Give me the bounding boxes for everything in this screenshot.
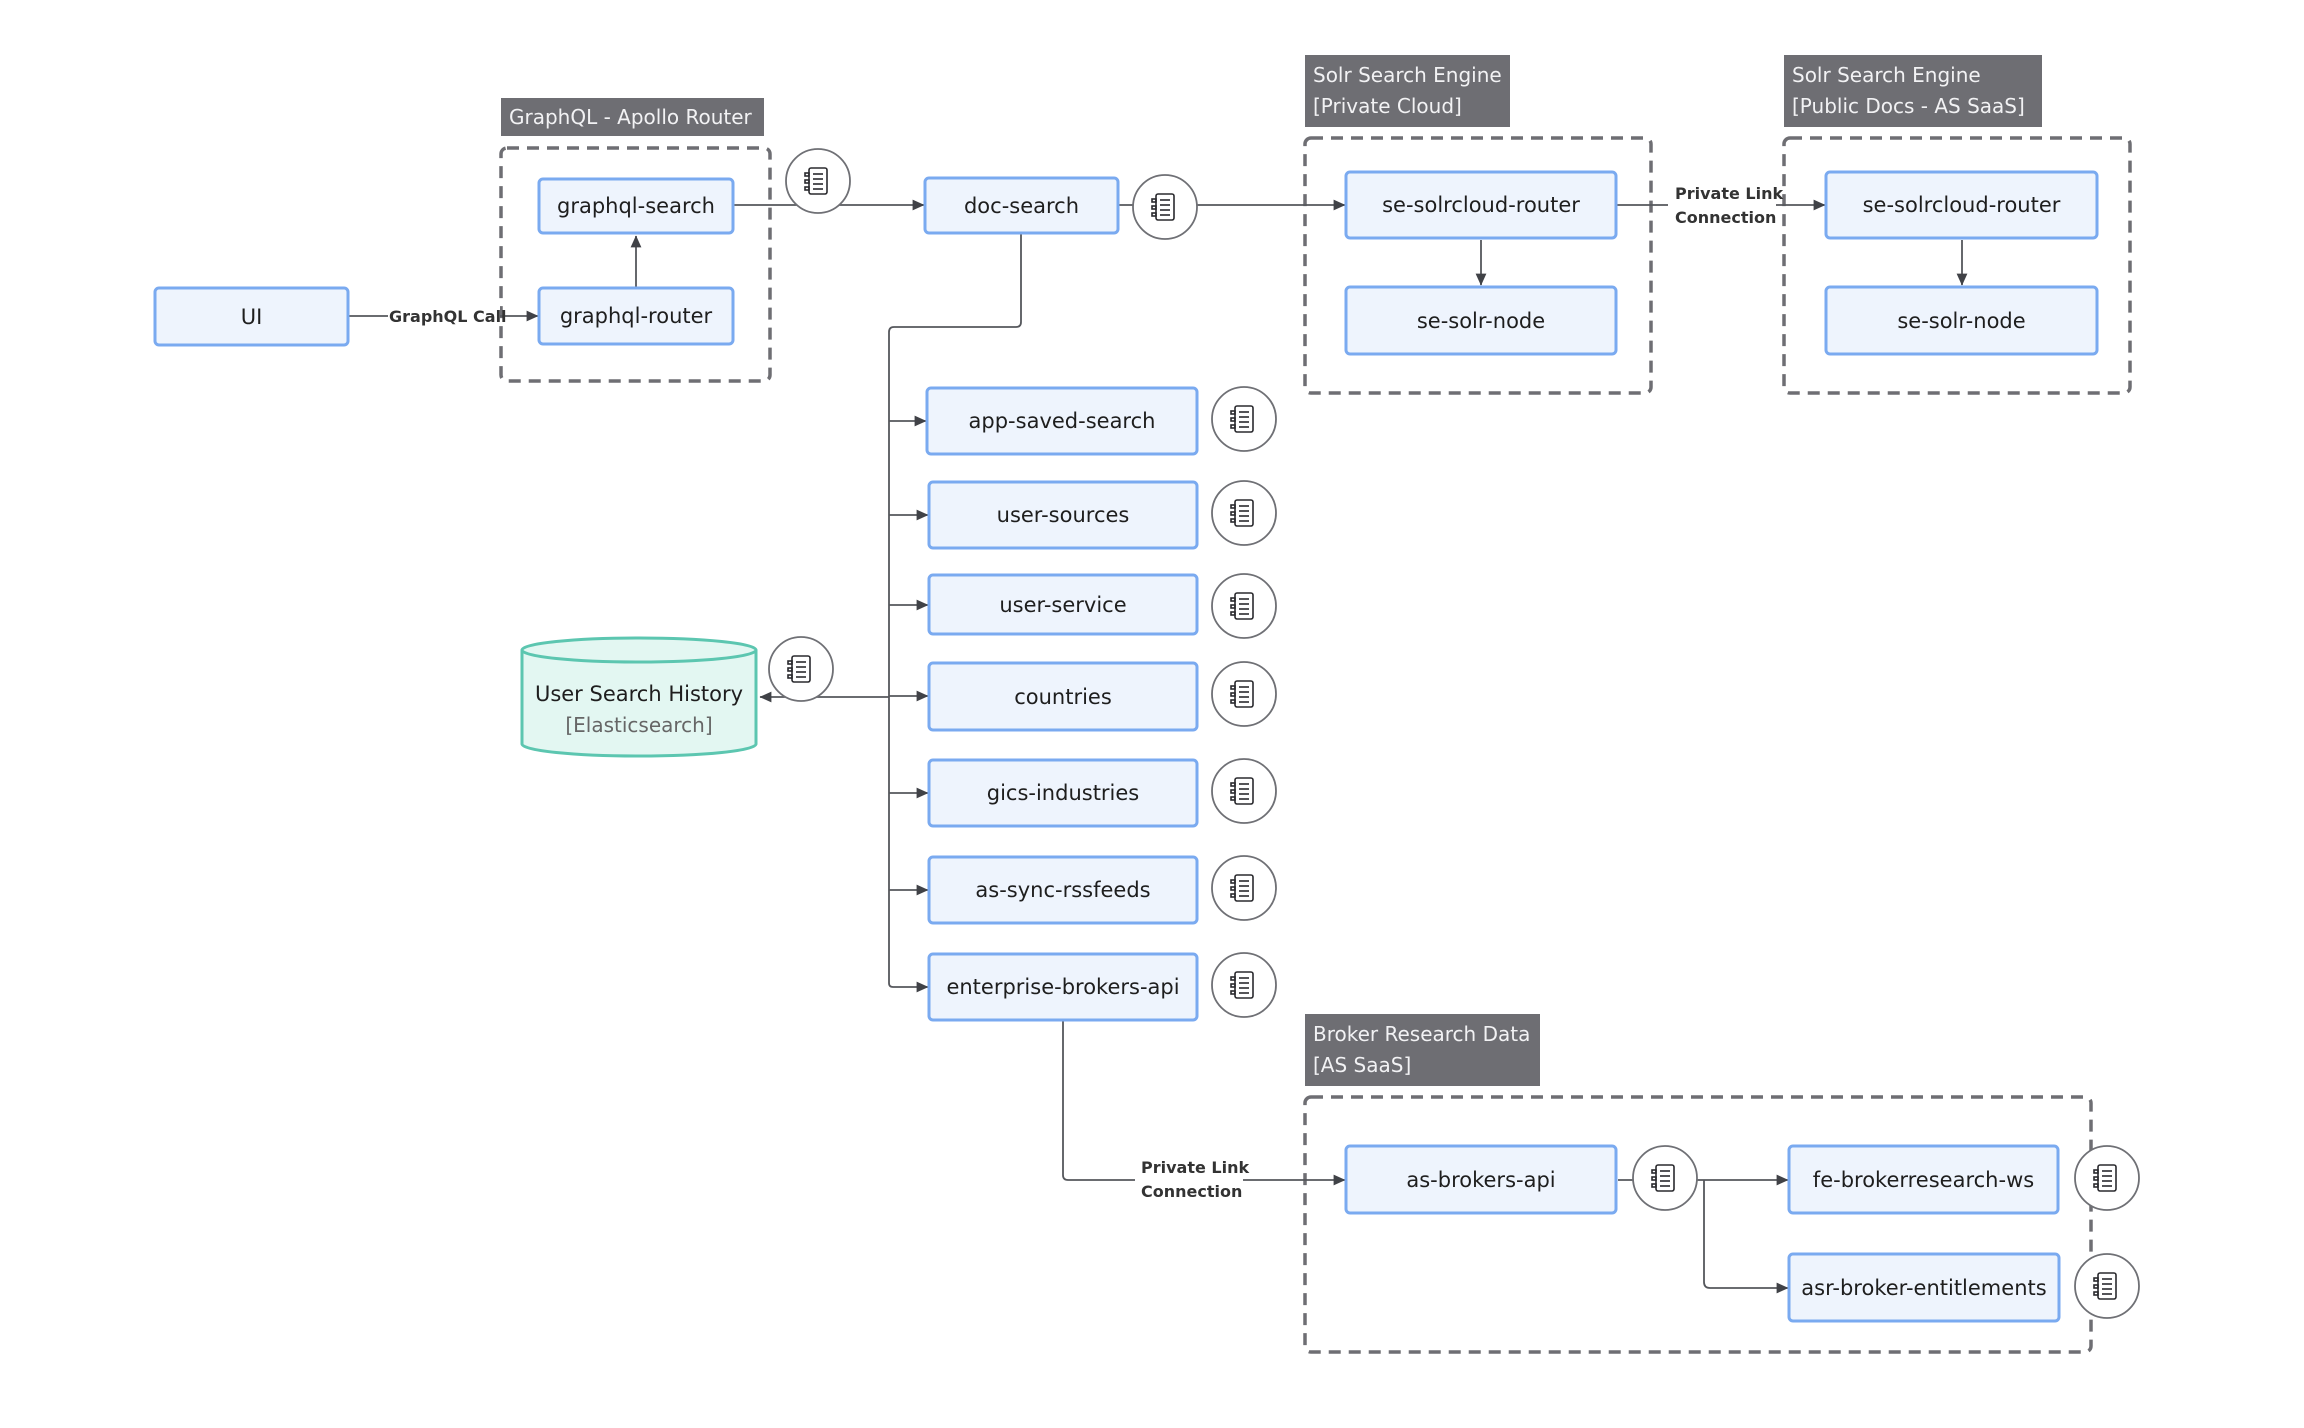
group-solr-private-label-1: Solr Search Engine [1313, 63, 1502, 87]
node-se-solrcloud-router-private[interactable]: se-solrcloud-router [1344, 170, 1618, 240]
notebook-log-icon[interactable] [1211, 855, 1277, 921]
node-asr-broker-entitlements-label: asr-broker-entitlements [1801, 1276, 2046, 1300]
node-asr-broker-entitlements[interactable]: asr-broker-entitlements [1787, 1252, 2061, 1323]
node-gics-industries-label: gics-industries [987, 781, 1140, 805]
notebook-log-icon[interactable] [1211, 952, 1277, 1018]
node-gics-industries[interactable]: gics-industries [927, 758, 1199, 828]
node-user-sources-label: user-sources [997, 503, 1130, 527]
group-broker-label-bg [1305, 1014, 1540, 1086]
group-solr-public-label-1: Solr Search Engine [1792, 63, 1981, 87]
database-subtitle: [Elasticsearch] [565, 713, 712, 737]
group-solr-private-label-bg [1305, 55, 1510, 127]
group-apollo-border [499, 146, 772, 383]
notebook-log-icon[interactable] [1211, 573, 1277, 639]
database-user-search-history[interactable]: User Search History [Elasticsearch] [520, 636, 758, 758]
svg-text:Private Link: Private Link [1675, 184, 1783, 203]
node-graphql-search-label: graphql-search [557, 194, 715, 218]
group-solr-private-label-2: [Private Cloud] [1313, 94, 1462, 118]
node-ui[interactable]: UI [153, 286, 350, 347]
database-title: User Search History [535, 682, 743, 706]
edge-doc-search-trunk [888, 232, 1022, 988]
node-graphql-search[interactable]: graphql-search [537, 177, 735, 235]
group-solr-public: Solr Search Engine [Public Docs - AS Saa… [1782, 55, 2132, 395]
svg-text:Private Link: Private Link [1141, 1158, 1249, 1177]
node-countries[interactable]: countries [927, 661, 1199, 732]
node-enterprise-brokers-api-label: enterprise-brokers-api [946, 975, 1179, 999]
edge-label-graphql-call: GraphQL Call [388, 304, 507, 326]
notebook-log-icon[interactable] [2074, 1145, 2140, 1211]
node-enterprise-brokers-api[interactable]: enterprise-brokers-api [927, 952, 1199, 1022]
node-se-node-private-label: se-solr-node [1417, 309, 1545, 333]
node-as-brokers-api-label: as-brokers-api [1406, 1168, 1555, 1192]
edge-label-private-link-top: Private Link Connection [1668, 180, 1783, 230]
edge-enterprise-brokers-to-as-brokers-api [1062, 1021, 1346, 1186]
svg-text:Connection: Connection [1675, 208, 1776, 227]
group-solr-public-label-bg [1784, 55, 2042, 127]
group-solr-private-border [1303, 136, 1653, 395]
node-countries-label: countries [1014, 685, 1112, 709]
node-ui-label: UI [241, 305, 263, 329]
node-fe-brokerresearch-ws-label: fe-brokerresearch-ws [1813, 1168, 2034, 1192]
node-se-router-public-label: se-solrcloud-router [1863, 193, 2061, 217]
group-broker-research: Broker Research Data [AS SaaS] [1303, 1014, 2093, 1354]
node-fe-brokerresearch-ws[interactable]: fe-brokerresearch-ws [1787, 1144, 2060, 1215]
node-user-service[interactable]: user-service [927, 573, 1199, 636]
notebook-log-icon[interactable] [1211, 758, 1277, 824]
log-icons [768, 148, 2140, 1319]
notebook-log-icon[interactable] [1132, 174, 1198, 240]
group-broker-label-1: Broker Research Data [1313, 1022, 1530, 1046]
group-apollo-router: GraphQL - Apollo Router [499, 98, 772, 383]
node-graphql-router-label: graphql-router [560, 304, 713, 328]
notebook-log-icon[interactable] [1632, 1145, 1698, 1211]
node-user-sources[interactable]: user-sources [927, 480, 1199, 550]
node-app-saved-search[interactable]: app-saved-search [925, 386, 1199, 456]
group-solr-public-border [1782, 136, 2132, 395]
group-broker-border [1303, 1095, 2093, 1354]
node-as-sync-rssfeeds[interactable]: as-sync-rssfeeds [927, 855, 1199, 925]
notebook-log-icon[interactable] [1211, 386, 1277, 452]
notebook-log-icon[interactable] [2074, 1253, 2140, 1319]
node-se-solr-node-private[interactable]: se-solr-node [1344, 285, 1618, 356]
node-se-node-public-label: se-solr-node [1897, 309, 2025, 333]
notebook-log-icon[interactable] [768, 636, 834, 702]
notebook-log-icon[interactable] [785, 148, 851, 214]
node-user-service-label: user-service [999, 593, 1126, 617]
database-body [520, 650, 758, 758]
svg-text:Connection: Connection [1141, 1182, 1242, 1201]
node-app-saved-search-label: app-saved-search [969, 409, 1156, 433]
group-apollo-label: GraphQL - Apollo Router [509, 105, 753, 129]
edge-as-brokers-to-asr-entitlements [1703, 1180, 1789, 1294]
node-se-solr-node-public[interactable]: se-solr-node [1824, 285, 2099, 356]
node-as-brokers-api[interactable]: as-brokers-api [1344, 1144, 1618, 1215]
group-broker-label-2: [AS SaaS] [1313, 1053, 1411, 1077]
node-doc-search[interactable]: doc-search [923, 176, 1120, 235]
notebook-log-icon[interactable] [1211, 480, 1277, 546]
notebook-log-icon[interactable] [1211, 661, 1277, 727]
group-apollo-label-bg [501, 98, 764, 136]
node-as-sync-rssfeeds-label: as-sync-rssfeeds [975, 878, 1150, 902]
node-se-solrcloud-router-public[interactable]: se-solrcloud-router [1824, 170, 2099, 240]
group-solr-public-label-2: [Public Docs - AS SaaS] [1792, 94, 2025, 118]
group-solr-private: Solr Search Engine [Private Cloud] [1303, 55, 1653, 395]
node-graphql-router[interactable]: graphql-router [537, 286, 735, 346]
node-doc-search-label: doc-search [964, 194, 1079, 218]
node-se-router-private-label: se-solrcloud-router [1382, 193, 1580, 217]
database-top [520, 636, 758, 664]
svg-text:GraphQL Call: GraphQL Call [389, 307, 507, 326]
edge-label-private-link-bottom: Private Link Connection [1135, 1155, 1249, 1205]
